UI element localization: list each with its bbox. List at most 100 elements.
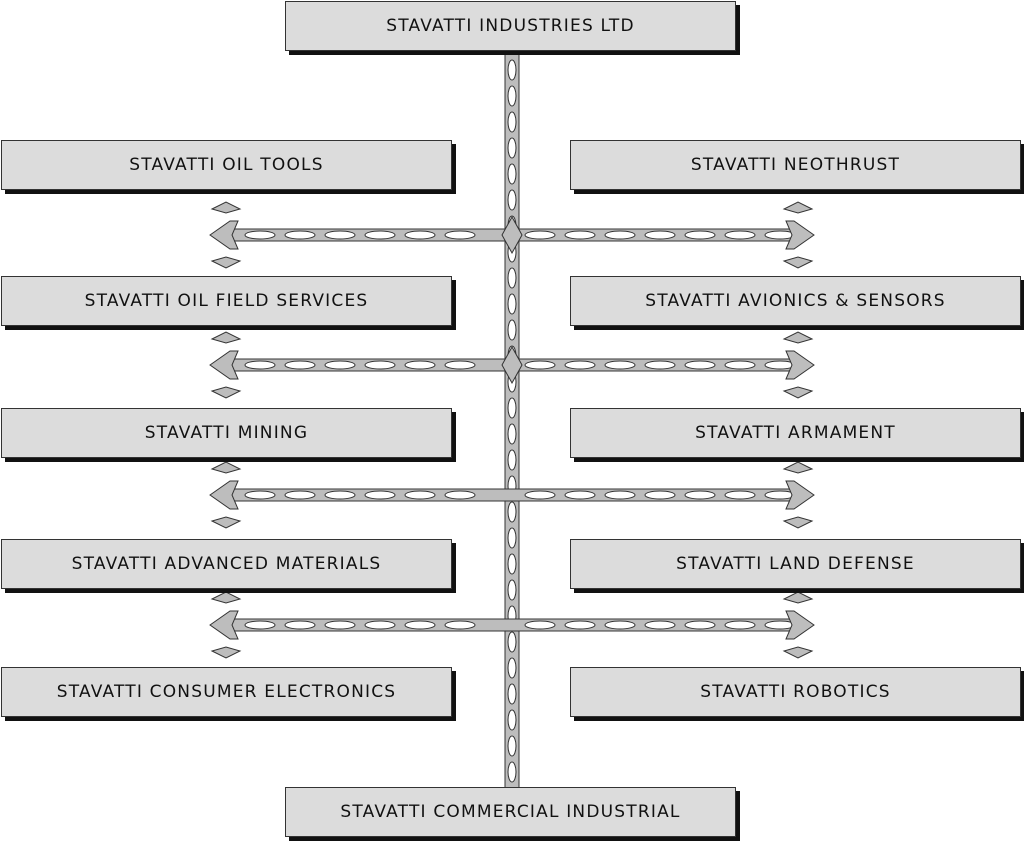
- arrow-up-icon: [210, 461, 242, 474]
- chain-link: [444, 620, 476, 630]
- division-label: STAVATTI ROBOTICS: [700, 682, 891, 702]
- chain-link: [284, 490, 316, 500]
- chain-link: [507, 293, 517, 315]
- chain-link: [524, 360, 556, 370]
- chain-link: [364, 360, 396, 370]
- chain-link: [507, 423, 517, 445]
- chain-link: [507, 319, 517, 341]
- chain-link: [507, 579, 517, 601]
- chain-link: [507, 189, 517, 211]
- division-label: STAVATTI ADVANCED MATERIALS: [71, 554, 382, 574]
- arrow-down-icon: [210, 256, 242, 269]
- division-box: STAVATTI AVIONICS & SENSORS: [570, 276, 1021, 326]
- chain-link: [507, 553, 517, 575]
- chain-link: [284, 620, 316, 630]
- division-label: STAVATTI CONSUMER ELECTRONICS: [56, 682, 397, 702]
- root-label: STAVATTI INDUSTRIES LTD: [386, 16, 635, 36]
- division-box: STAVATTI ROBOTICS: [570, 667, 1021, 717]
- chain-link: [507, 85, 517, 107]
- arrow-down-icon: [782, 516, 814, 529]
- chain-link: [404, 490, 436, 500]
- chain-link: [404, 360, 436, 370]
- division-label: STAVATTI LAND DEFENSE: [676, 554, 915, 574]
- arrow-down-icon: [782, 256, 814, 269]
- chain-link: [507, 397, 517, 419]
- chain-link: [324, 360, 356, 370]
- division-box: STAVATTI ARMAMENT: [570, 408, 1021, 458]
- arrow-head-icon: [209, 350, 239, 380]
- arrow-up-icon: [782, 461, 814, 474]
- chain-link: [524, 230, 556, 240]
- division-label: STAVATTI ARMAMENT: [695, 423, 896, 443]
- chain-link: [684, 620, 716, 630]
- chain-link: [604, 230, 636, 240]
- chain-link: [507, 657, 517, 679]
- chain-link: [444, 230, 476, 240]
- bottom-label: STAVATTI COMMERCIAL INDUSTRIAL: [340, 802, 681, 822]
- chain-link: [644, 230, 676, 240]
- chain-link: [507, 735, 517, 757]
- chain-link: [404, 230, 436, 240]
- chain-link: [244, 620, 276, 630]
- chain-link: [364, 490, 396, 500]
- arrow-down-icon: [210, 516, 242, 529]
- chain-link: [507, 501, 517, 523]
- chain-link: [507, 449, 517, 471]
- chain-link: [507, 59, 517, 81]
- chain-link: [684, 360, 716, 370]
- chain-link: [404, 620, 436, 630]
- chain-link: [507, 761, 517, 783]
- chain-link: [604, 620, 636, 630]
- chain-link: [244, 230, 276, 240]
- chain-link: [684, 230, 716, 240]
- arrow-head-icon: [785, 350, 815, 380]
- chain-link: [507, 137, 517, 159]
- chain-link: [604, 490, 636, 500]
- chain-link: [324, 620, 356, 630]
- chain-link: [604, 360, 636, 370]
- arrow-up-icon: [210, 331, 242, 344]
- arrow-head-icon: [209, 610, 239, 640]
- division-label: STAVATTI OIL TOOLS: [129, 155, 324, 175]
- arrow-down-icon: [210, 386, 242, 399]
- division-label: STAVATTI NEOTHRUST: [690, 155, 901, 175]
- chain-link: [284, 360, 316, 370]
- chain-link: [244, 360, 276, 370]
- chain-link: [364, 230, 396, 240]
- chain-link: [724, 360, 756, 370]
- chain-link: [244, 490, 276, 500]
- arrow-head-icon: [785, 480, 815, 510]
- arrow-up-icon: [782, 331, 814, 344]
- chain-link: [284, 230, 316, 240]
- chain-link: [564, 360, 596, 370]
- division-box: STAVATTI NEOTHRUST: [570, 140, 1021, 190]
- chain-link: [507, 631, 517, 653]
- root-box: STAVATTI INDUSTRIES LTD: [285, 1, 736, 51]
- chain-link: [507, 111, 517, 133]
- division-box: STAVATTI MINING: [1, 408, 452, 458]
- chain-link: [324, 490, 356, 500]
- division-box: STAVATTI CONSUMER ELECTRONICS: [1, 667, 452, 717]
- chain-link: [684, 490, 716, 500]
- junction-node: [501, 345, 523, 385]
- chain-link: [444, 360, 476, 370]
- chain-link: [507, 163, 517, 185]
- chain-link: [644, 620, 676, 630]
- chain-link: [564, 230, 596, 240]
- chain-link: [724, 230, 756, 240]
- arrow-up-icon: [782, 591, 814, 604]
- chain-link: [507, 709, 517, 731]
- chain-link: [564, 620, 596, 630]
- division-box: STAVATTI OIL TOOLS: [1, 140, 452, 190]
- chain-link: [524, 620, 556, 630]
- chain-link: [364, 620, 396, 630]
- arrow-up-icon: [782, 201, 814, 214]
- division-label: STAVATTI AVIONICS & SENSORS: [645, 291, 946, 311]
- junction-node: [501, 215, 523, 255]
- division-box: STAVATTI OIL FIELD SERVICES: [1, 276, 452, 326]
- division-label: STAVATTI OIL FIELD SERVICES: [84, 291, 369, 311]
- arrow-down-icon: [210, 646, 242, 659]
- chain-link: [724, 490, 756, 500]
- chain-link: [507, 683, 517, 705]
